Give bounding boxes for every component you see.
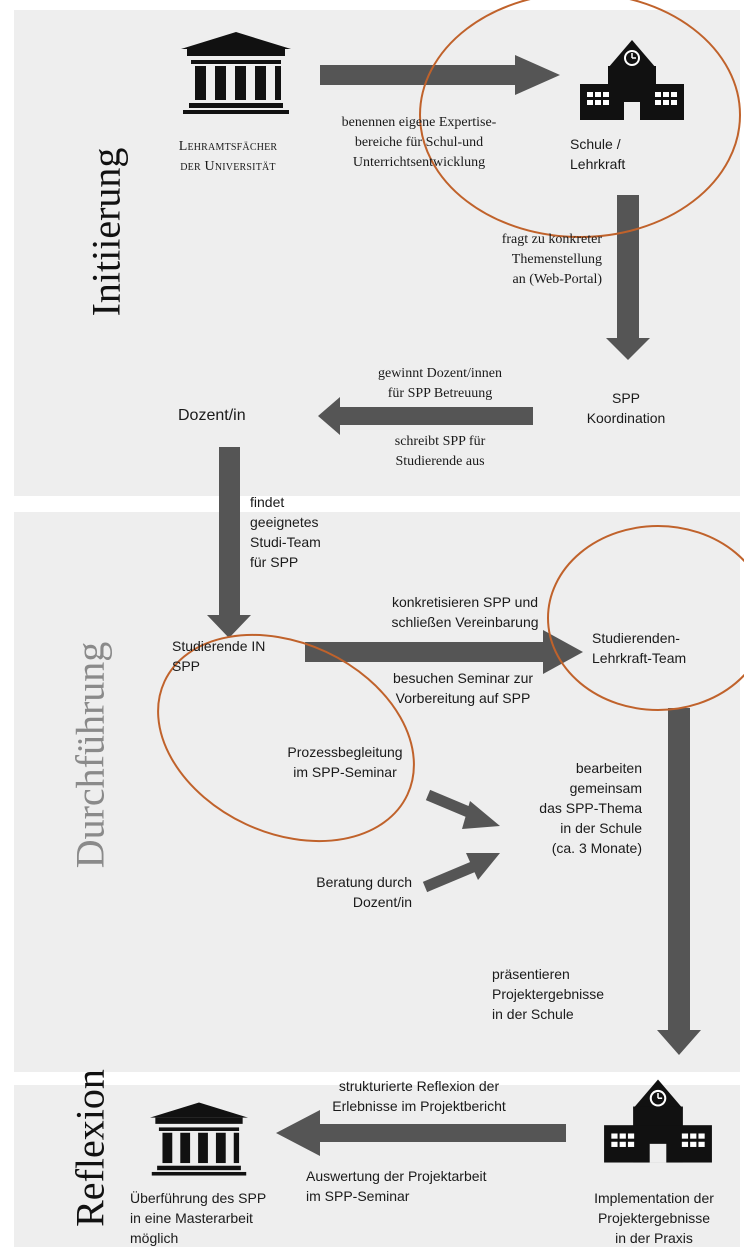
label-line: Implementation der [594,1190,714,1206]
arrow-uni-to-school [320,55,560,95]
label-line: schließen Vereinbarung [391,614,539,630]
arrow-spp-dozent-top-label: gewinnt Dozent/innen für SPP Betreuung [340,364,540,404]
label-line: bereiche für Schul-und [354,135,484,150]
label-line: SPP [172,658,201,674]
label-line: in der Schule [560,820,642,836]
arrow-dozent-to-students [207,447,251,638]
arrow-team-to-impl [657,708,701,1055]
label-line: in der Schule [492,1006,574,1022]
label-line: geeignetes [250,514,319,530]
highlight-circle-prozess [157,633,415,843]
label-line: möglich [130,1230,179,1246]
label-line: Studi-Team [250,534,321,550]
label-line: findet [250,494,285,510]
label-line: Projektergebnisse [597,1210,711,1226]
label-line: bearbeiten [575,760,642,776]
label-line: Erlebnisse im Projektbericht [332,1098,506,1114]
university-building-icon [181,32,291,114]
arrow-impl-to-uni [276,1110,566,1156]
label-line: im SPP-Seminar [306,1188,410,1204]
praesentieren-label: präsentieren Projektergebnisse in der Sc… [492,964,604,1024]
university-label: Lehramtsfächer der Universität [148,137,308,177]
arrow-uni-school-label: benennen eigene Expertise- bereiche für … [306,113,532,173]
label-line: für SPP Betreuung [387,386,493,401]
label-line: Dozent/in [352,894,412,910]
reflex-arrow-top-label: strukturierte Reflexion der Erlebnisse i… [296,1076,542,1116]
label-line: gewinnt Dozent/innen [377,366,503,381]
dozent-label: Dozent/in [178,407,246,424]
label-line: Beratung durch [316,874,412,890]
spp-label-line: SPP [611,390,640,406]
arrow-beratung-shaft [422,860,478,893]
label-line: Auswertung der Projektarbeit [306,1168,487,1184]
reflexion-panel [14,1085,740,1247]
label-line: im SPP-Seminar [293,764,397,780]
beratung-label: Beratung durch Dozent/in [270,872,412,912]
school-label-line: Schule / [570,136,621,152]
bearbeiten-label: bearbeiten gemeinsam das SPP-Thema in de… [480,758,642,858]
arrow-spp-to-dozent [318,397,533,435]
label-line: Überführung des SPP [130,1190,267,1206]
label-line: Prozessbegleitung [287,744,403,760]
arrow-students-team-bottom-label: besuchen Seminar zur Vorbereitung auf SP… [358,668,568,708]
label-line: in der Praxis [615,1230,693,1246]
durchfuehrung-panel [14,512,740,1072]
school-building-icon [580,40,684,120]
label-line: strukturierte Reflexion der [338,1078,500,1094]
arrow-school-spp-label: fragt zu konkreter Themenstellung an (We… [430,230,602,290]
label-line: Vorbereitung auf SPP [395,690,531,706]
label-line: gemeinsam [569,780,642,796]
university-label-line: Lehramtsfächer [178,139,278,154]
arrow-students-team-top-label: konkretisieren SPP und schließen Vereinb… [360,592,570,632]
implementation-label: Implementation der Projektergebnisse in … [572,1188,736,1248]
masterarbeit-label: Überführung des SPP in eine Masterarbeit… [130,1188,266,1248]
label-line: das SPP-Thema [539,800,642,816]
label-line: besuchen Seminar zur [392,670,534,686]
prozessbegleitung-label: Prozessbegleitung im SPP-Seminar [262,742,428,782]
reflex-arrow-bottom-label: Auswertung der Projektarbeit im SPP-Semi… [306,1166,487,1206]
arrow-students-to-team [305,630,583,674]
school-label-line: Lehrkraft [570,156,626,172]
label-line: präsentieren [492,966,570,982]
spp-koordination-label: SPP Koordination [556,388,696,428]
highlight-circle-team [547,525,744,711]
label-line: Themenstellung [511,252,602,267]
label-line: (ca. 3 Monate) [551,840,642,856]
label-line: Lehrkraft-Team [592,650,687,666]
label-line: Studierende aus [395,454,485,469]
arrow-beratung-head [466,853,500,880]
label-line: Projektergebnisse [492,986,605,1002]
arrow-school-to-spp [606,195,650,360]
arrow-prozess-head [462,801,500,829]
highlight-circle-school [419,0,741,238]
university-building-icon [150,1102,248,1176]
university-label-line: der Universität [180,159,276,174]
label-line: Studierende IN [172,638,266,654]
school-building-icon [604,1079,712,1163]
spp-label-line: Koordination [586,410,666,426]
students-label: Studierende IN SPP [172,636,265,676]
label-line: an (Web-Portal) [512,272,602,287]
label-line: schreibt SPP für [394,434,486,449]
team-find-label: findet geeignetes Studi-Team für SPP [250,492,321,572]
arrow-spp-dozent-bottom-label: schreibt SPP für Studierende aus [340,432,540,472]
label-line: fragt zu konkreter [501,232,602,247]
label-line: für SPP [250,554,299,570]
school-label: Schule / Lehrkraft [570,134,625,174]
label-line: Unterrichtsentwicklung [352,155,486,170]
label-line: Studierenden- [592,630,680,646]
team-label: Studierenden- Lehrkraft-Team [592,628,686,668]
label-line: benennen eigene Expertise- [341,115,497,130]
label-line: konkretisieren SPP und [391,594,539,610]
label-line: in eine Masterarbeit [130,1210,253,1226]
